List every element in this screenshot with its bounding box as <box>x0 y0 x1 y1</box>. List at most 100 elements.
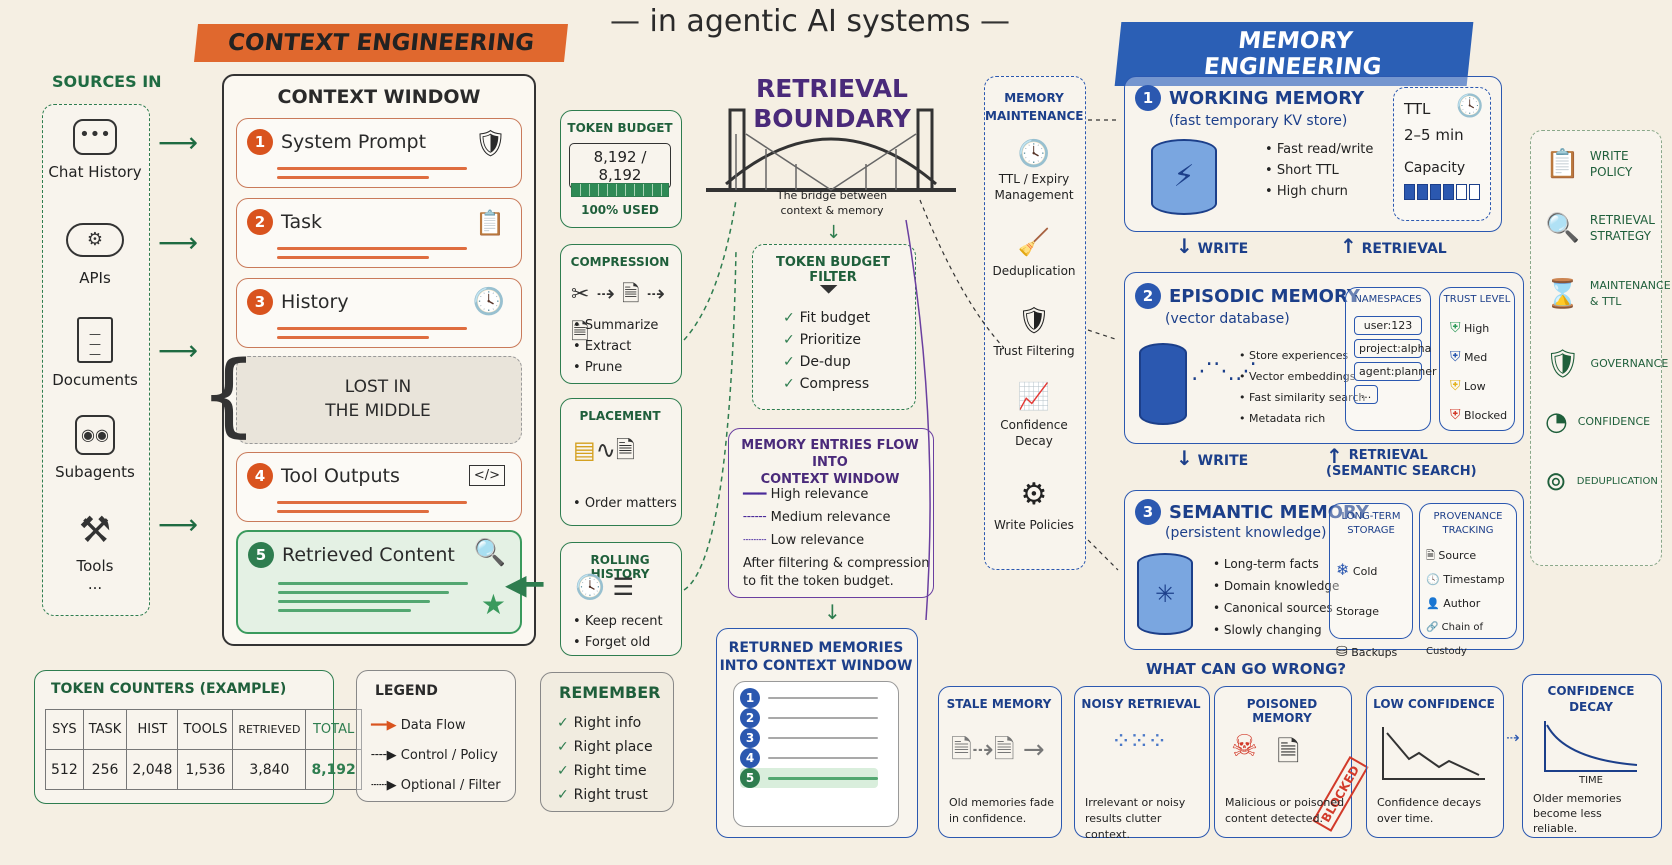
venn-icon: ⊚ <box>1545 467 1567 497</box>
gear-icon: ⚙ <box>1020 477 1048 512</box>
namespace-pill: user:123 <box>1354 316 1422 335</box>
semantic-memory-list: Long-term facts Domain knowledge Canonic… <box>1213 553 1339 641</box>
compression-item: Prune <box>573 357 658 378</box>
storage-title-line-1: LONG-TERM <box>1341 511 1401 522</box>
lost-line-1: LOST IN <box>344 377 412 397</box>
semantic-memory-subtitle: (persistent knowledge) <box>1165 525 1327 541</box>
retrieval-arrow-1: ↑ RETRIEVAL <box>1340 234 1447 258</box>
slot-retrieved-content: 5 Retrieved Content 🔍 ★ <box>236 530 522 634</box>
rolling-history-title: ROLLING HISTORY <box>590 553 650 581</box>
relevance-high: High relevance <box>770 487 869 502</box>
semantic-memory-item: Canonical sources <box>1213 597 1339 619</box>
memory-maintenance-panel: MEMORY MAINTENANCE 🕓 TTL / Expiry Manage… <box>984 76 1086 570</box>
card-title: STALE MEMORY <box>946 697 1052 711</box>
provenance-title-line-1: PROVENANCE <box>1433 511 1503 522</box>
table-cell: 8,192 <box>305 749 362 790</box>
table-header: SYS <box>45 709 84 750</box>
card-desc-line: Old memories fade <box>949 796 1055 809</box>
token-budget-filter: TOKEN BUDGET FILTER ⏷ Fit budget Priorit… <box>752 244 916 410</box>
fading-docs-icon: 🗎⇢🗎 → <box>951 735 1045 765</box>
maintenance-label: Confidence <box>1000 418 1068 432</box>
shield-check-icon: 🛡 <box>473 129 507 159</box>
source-label: Documents <box>52 371 138 389</box>
memory-flow-note-line-1: After filtering & compression <box>743 556 930 571</box>
capacity-cell <box>1456 184 1467 200</box>
magnifier-icon: 🔍 <box>1545 211 1580 244</box>
policy-label: POLICY <box>1589 164 1633 179</box>
table-header: TOTAL <box>305 709 362 750</box>
card-desc: Older memories become less reliable. <box>1533 791 1622 836</box>
legend-list: ━━▶ Data Flow ╌╌▶ Control / Policy ┄┄▶ O… <box>371 711 501 801</box>
provenance-title-line-2: TRACKING <box>1442 525 1494 536</box>
arrow-icon: ⟶ <box>158 508 199 541</box>
slot-label: System Prompt <box>281 131 427 153</box>
provenance-label: Author <box>1443 597 1481 610</box>
card-title: CONFIDENCE DECAY <box>1523 683 1659 715</box>
card-desc-line: Irrelevant or noisy <box>1085 796 1186 809</box>
card-desc-line: become less <box>1533 807 1602 820</box>
token-budget-bar <box>571 183 669 197</box>
snowflake-icon: ❄ <box>1336 560 1350 579</box>
compression-panel: COMPRESSION ✂ ⇢ 🗎 ⇢ 🗎 Summarize Extract … <box>560 244 682 384</box>
card-stale-memory: STALE MEMORY 🗎⇢🗎 → Old memories fade in … <box>938 686 1062 838</box>
control-arrow-icon: ╌╌▶ <box>371 748 397 763</box>
memory-number: 2 <box>1135 283 1161 309</box>
document-icon: ——— <box>77 317 113 363</box>
compression-list: Summarize Extract Prune <box>573 315 659 378</box>
slot-task: 2 Task 📋 <box>236 198 522 268</box>
relevance-medium: Medium relevance <box>770 510 891 525</box>
namespaces-list: user:123 project:alpha agent:planner ... <box>1354 312 1437 408</box>
shield-check-icon: 🛡 <box>1545 347 1581 380</box>
database-bolt-icon: ⚡ <box>1151 139 1217 215</box>
namespace-pill: agent:planner <box>1354 362 1437 381</box>
rolling-history-panel: ROLLING HISTORY 🕓 ☰ Keep recent Forget o… <box>560 542 682 656</box>
sources-panel: ••• Chat History ⚙ APIs ——— Documents ◉◉… <box>42 104 150 616</box>
context-window: CONTEXT WINDOW 1 System Prompt 🛡 2 Task … <box>222 74 536 646</box>
maintenance-decay: 📈 Confidence Decay <box>985 377 1083 449</box>
relevance-legend: ━━━ High relevance ╌╌╌ Medium relevance … <box>743 487 891 548</box>
episodic-memory-item: Fast similarity search <box>1239 387 1365 408</box>
card-desc-line: in confidence. <box>949 812 1027 825</box>
token-counters-table: SYS TASK HIST TOOLS RETRIEVED TOTAL 512 … <box>45 709 362 790</box>
card-desc-line: content detected. <box>1225 812 1324 825</box>
token-budget-used: 100% USED <box>581 203 659 217</box>
card-desc-line: results clutter context. <box>1085 812 1162 841</box>
long-term-storage-box: LONG-TERM STORAGE ❄ Cold Storage ⛁ Backu… <box>1329 503 1413 660</box>
returned-title-line-1: RETURNED MEMORIES <box>728 640 904 656</box>
slot-label: Task <box>281 211 323 233</box>
table-cell: 2,048 <box>126 749 179 790</box>
source-label: APIs <box>79 269 111 287</box>
shield-icon: 🛡 <box>1017 306 1051 336</box>
arrow-icon: ⟶ <box>158 226 199 259</box>
episodic-memory-list: Store experiences Vector embeddings Fast… <box>1239 345 1365 429</box>
card-desc-line: Malicious or poisoned <box>1225 796 1345 809</box>
optional-arrow-icon: ┄┄▶ <box>371 778 397 793</box>
source-chat-history: ••• Chat History <box>43 119 147 181</box>
lost-line-2: THE MIDDLE <box>325 401 431 421</box>
remember-item: Right info <box>557 711 653 735</box>
policy-label: CONFIDENCE <box>1577 415 1651 428</box>
maintenance-label: Write Policies <box>994 518 1074 532</box>
context-window-title: CONTEXT WINDOW <box>277 86 481 108</box>
slot-system-prompt: 1 System Prompt 🛡 <box>236 118 522 188</box>
token-counters-title: TOKEN COUNTERS (EXAMPLE) <box>51 681 287 697</box>
token-filter-item: Prioritize <box>783 329 870 351</box>
slot-label: History <box>281 291 349 313</box>
write-arrow-2: ↓ WRITE <box>1176 446 1249 470</box>
provenance-label: Chain of Custody <box>1426 622 1484 657</box>
card-title: POISONED MEMORY <box>1246 697 1318 725</box>
memory-flow-panel: MEMORY ENTRIES FLOW INTO CONTEXT WINDOW … <box>728 428 934 598</box>
capacity-cell <box>1404 184 1415 200</box>
returned-number: 5 <box>740 768 760 788</box>
capacity-bar <box>1404 184 1480 200</box>
arrow-icon: ⇢ <box>1506 728 1520 747</box>
maintenance-title-line-1: MEMORY <box>1004 91 1064 105</box>
card-title: LOW CONFIDENCE <box>1373 697 1495 711</box>
write-arrow-1: ↓ WRITE <box>1176 234 1249 258</box>
trust-level-list: ⛨ High ⛨ Med ⛨ Low ⛨ Blocked <box>1450 314 1507 430</box>
what-can-go-wrong-title: WHAT CAN GO WRONG? <box>1146 660 1347 678</box>
token-filter-item: Fit budget <box>783 307 871 329</box>
placement-list: Order matters <box>573 493 677 514</box>
card-desc-line: reliable. <box>1533 822 1578 835</box>
